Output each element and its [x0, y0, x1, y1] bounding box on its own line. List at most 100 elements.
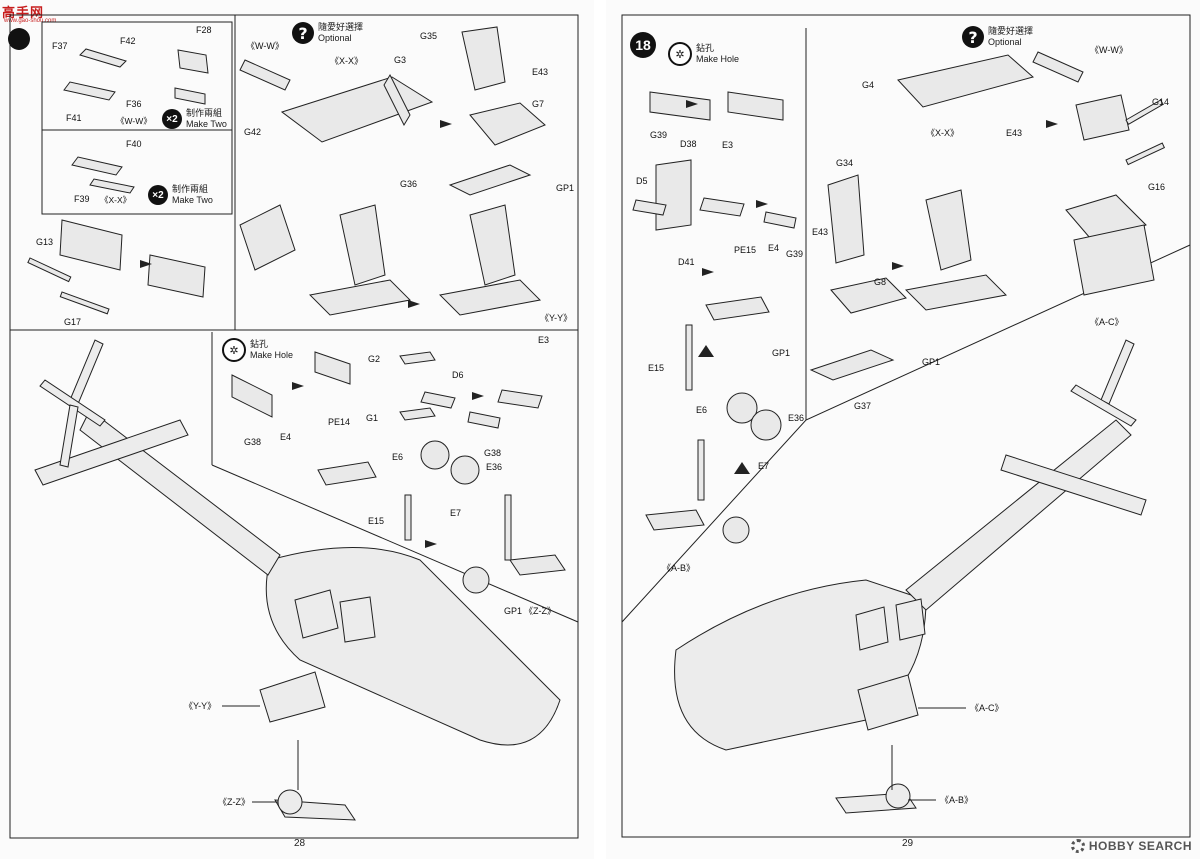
arrow-6 [892, 262, 904, 270]
x-x-subassembly-box [41, 129, 233, 215]
right-wheel-ab-shape [885, 783, 911, 809]
part-g38-small-shape [467, 411, 501, 429]
part-sponson-body-shape [1073, 224, 1155, 296]
label-pe14: PE14 [328, 417, 351, 427]
label-f37: F37 [52, 41, 68, 51]
part-g38-plain-shape [231, 374, 273, 418]
right-page-frame [621, 14, 1191, 838]
label-gp1-b: GP1 [504, 606, 523, 616]
question-icon: ? [962, 26, 984, 48]
part-frame-assembly-shape [239, 204, 296, 271]
label-z-z-inset: 《Z-Z》 [524, 606, 556, 616]
label-g39-b: G39 [786, 249, 804, 259]
arrow-1 [686, 100, 698, 108]
right-tail-rotor-blade-2 [1070, 384, 1137, 427]
label-a-c-top: 《A-C》 [1090, 317, 1124, 327]
arrow-2 [140, 260, 152, 268]
left-window-2 [339, 596, 376, 643]
right-arrows [686, 100, 1058, 474]
label-g36: G36 [400, 179, 418, 189]
part-w-w-assembled-shape [174, 87, 206, 105]
make-hole-zh: 鉆孔 [250, 339, 269, 349]
part-sponson-final-shape [438, 279, 542, 316]
part-g39-holed-shape [727, 91, 784, 121]
part-e7-wheel-shape [750, 409, 782, 441]
left-tail-rotor-blade-3 [59, 404, 79, 468]
part-g16-rod-shape [1125, 142, 1166, 166]
left-window-1 [294, 589, 339, 639]
label-e6: E6 [696, 405, 708, 415]
part-g37-shape [809, 349, 895, 381]
left-page-line-art [9, 14, 579, 839]
arrow-4 [292, 382, 304, 390]
part-pylon-shape [925, 189, 972, 271]
make-hole-zh: 鉆孔 [696, 43, 715, 53]
part-e3-assembly-shape [699, 197, 745, 217]
label-g8: G8 [874, 277, 887, 287]
label-g1: G1 [366, 413, 379, 423]
right-stabilizer-shape [1000, 454, 1147, 516]
part-g13-rod-shape [27, 257, 72, 283]
label-g13: G13 [36, 237, 54, 247]
label-g4: G4 [862, 80, 875, 90]
label-e36: E36 [486, 462, 503, 472]
part-pe14-assembly-shape [317, 461, 377, 486]
label-y-y-top: 《Y-Y》 [540, 313, 573, 323]
left-stabilizer-shape [34, 419, 189, 486]
left-sponson-yy-shape [259, 671, 326, 723]
label-g17: G17 [64, 317, 82, 327]
part-g14-frame-shape [1075, 94, 1130, 141]
arrow-6 [425, 540, 437, 548]
part-e15-strut-shape [685, 324, 693, 391]
gear-icon [1070, 839, 1085, 853]
optional-en: Optional [318, 33, 352, 43]
label-g39-a: G39 [650, 130, 668, 140]
left-page-frame [9, 14, 579, 839]
part-g1-shape [399, 407, 436, 421]
part-f39-shape [89, 178, 135, 194]
label-gp1: GP1 [556, 183, 575, 193]
label-a-b-inset: 《A-B》 [662, 563, 696, 573]
label-f36: F36 [126, 99, 142, 109]
part-e3-assembly-shape [497, 389, 543, 409]
arrow-7 [1046, 120, 1058, 128]
part-sponson-shape [904, 274, 1008, 311]
part-g39-small-shape [763, 211, 797, 229]
arrow-1 [440, 120, 452, 128]
part-assembled-frame-shape [147, 254, 206, 298]
part-g38-holed-shape [314, 351, 351, 385]
label-e43-b: E43 [812, 227, 829, 237]
part-w-w-optional-shape [239, 59, 291, 91]
make-two-en: Make Two [172, 195, 213, 205]
part-d38-d41-shape [655, 159, 692, 231]
label-f28: F28 [196, 25, 212, 35]
instruction-page-left: 高手网 www.gao-shou.com [0, 0, 594, 859]
right-fuselage-shape [674, 579, 927, 751]
part-e15-strut-shape [404, 494, 412, 541]
label-d6: D6 [452, 370, 464, 380]
times-two-icon: ×2 [162, 109, 182, 129]
label-x-x-sub: 《X-X》 [100, 195, 132, 205]
part-pe15-assembly-shape [705, 296, 770, 321]
part-gear-mount-final-shape [645, 509, 705, 531]
label-w-w-sub: 《W-W》 [116, 116, 152, 126]
part-g14-rod-shape [1125, 99, 1164, 126]
arrow-5 [472, 392, 484, 400]
part-e6-wheel-shape [726, 392, 758, 424]
arrow-5 [734, 462, 750, 474]
part-g42-wing-shape [280, 76, 434, 143]
label-g42: G42 [244, 127, 262, 137]
right-tail-rotor-blade-1 [1100, 339, 1135, 405]
label-e7: E7 [758, 461, 770, 471]
drill-icon: ✲ [222, 338, 246, 362]
part-wheel-final-shape [462, 566, 490, 594]
label-gp1-b: GP1 [922, 357, 941, 367]
make-hole-en: Make Hole [696, 54, 740, 64]
make-two-zh: 制作兩組 [172, 184, 209, 194]
